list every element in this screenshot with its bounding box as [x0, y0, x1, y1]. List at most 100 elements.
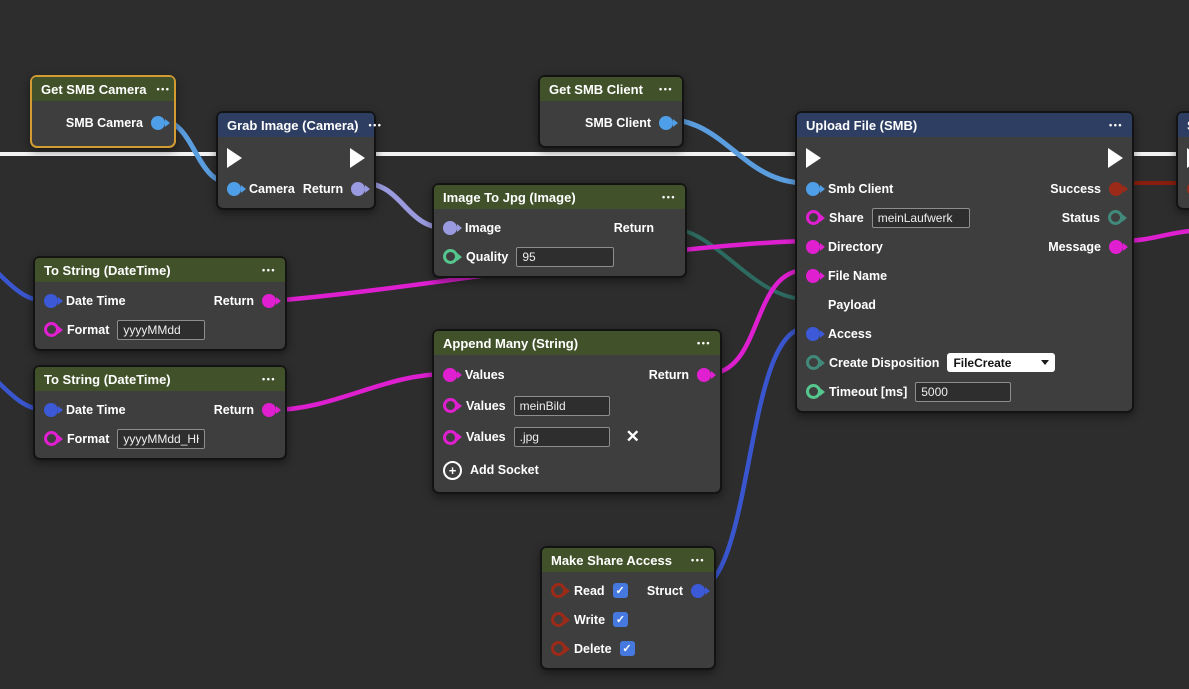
node-header[interactable]: To String (DateTime) •••: [35, 367, 285, 391]
values-3-input-pin[interactable]: [443, 429, 458, 445]
access-input-pin[interactable]: [806, 326, 820, 341]
format-input-pin[interactable]: [44, 431, 59, 446]
return-output-pin[interactable]: [697, 367, 711, 382]
return-output-pin[interactable]: [262, 402, 276, 417]
camera-input-pin[interactable]: [227, 181, 241, 196]
create-disposition-input-pin[interactable]: [806, 355, 821, 370]
remove-socket-icon[interactable]: ✕: [625, 427, 640, 446]
image-input-pin[interactable]: [443, 220, 457, 235]
return-output-label: Return: [648, 367, 689, 382]
create-disposition-selected-value: FileCreate: [953, 355, 1012, 370]
wire-tostring-bottom-return-to-values[interactable]: [271, 371, 447, 413]
struct-output-pin[interactable]: [691, 583, 705, 598]
write-input-pin[interactable]: [551, 612, 566, 627]
share-input-pin[interactable]: [806, 210, 821, 225]
delete-input-pin[interactable]: [551, 641, 566, 656]
format-input-label: Format: [67, 431, 110, 446]
status-output-pin[interactable]: [1108, 210, 1123, 225]
return-output-pin[interactable]: [351, 181, 366, 196]
quality-input-pin[interactable]: [443, 249, 458, 264]
node-header[interactable]: To String (DateTime) •••: [35, 258, 285, 282]
return-output-struct-pin[interactable]: [662, 221, 676, 235]
smb-client-output-pin[interactable]: [659, 116, 673, 130]
node-menu-icon[interactable]: •••: [368, 120, 383, 130]
quality-input-field[interactable]: [516, 246, 615, 267]
node-menu-icon[interactable]: •••: [697, 338, 711, 348]
directory-input-pin[interactable]: [806, 239, 820, 254]
node-header[interactable]: Append Many (String) •••: [434, 331, 720, 355]
return-output-pin[interactable]: [262, 293, 276, 308]
node-menu-icon[interactable]: •••: [1109, 120, 1123, 130]
node-get-smb-camera[interactable]: Get SMB Camera ••• SMB Camera: [30, 75, 176, 148]
file-name-input-pin[interactable]: [806, 268, 820, 283]
node-make-share-access[interactable]: Make Share Access ••• Read ✓ Struct Writ…: [540, 546, 716, 670]
read-input-label: Read: [574, 583, 605, 598]
exec-in-pin[interactable]: [806, 147, 821, 168]
node-to-string-datetime-top[interactable]: To String (DateTime) ••• Date Time Retur…: [33, 256, 287, 351]
node-grab-image[interactable]: Grab Image (Camera) ••• Camera Return: [216, 111, 381, 210]
values-2-input-pin[interactable]: [443, 398, 458, 413]
node-header[interactable]: Grab Image (Camera) •••: [218, 113, 381, 137]
date-time-input-label: Date Time: [66, 402, 126, 417]
quality-input-label: Quality: [466, 249, 509, 264]
wire-smb-client-to-upload[interactable]: [663, 116, 807, 186]
node-partial-right[interactable]: S: [1176, 111, 1189, 210]
node-get-smb-client[interactable]: Get SMB Client ••• SMB Client: [538, 75, 684, 148]
read-checkbox[interactable]: ✓: [612, 583, 628, 598]
node-upload-file-smb[interactable]: Upload File (SMB) ••• Smb Client Success…: [795, 111, 1134, 413]
delete-checkbox[interactable]: ✓: [619, 641, 635, 656]
timeout-input-label: Timeout [ms]: [829, 384, 908, 399]
node-title: Upload File (SMB): [806, 117, 918, 133]
date-time-input-pin[interactable]: [44, 402, 58, 417]
read-input-pin[interactable]: [551, 583, 566, 598]
share-input-field[interactable]: [871, 207, 970, 228]
smb-client-input-label: Smb Client: [828, 181, 894, 196]
format-input-field[interactable]: [117, 319, 206, 340]
node-menu-icon[interactable]: •••: [662, 192, 676, 202]
date-time-input-pin[interactable]: [44, 293, 58, 308]
node-header[interactable]: Get SMB Client •••: [540, 77, 682, 101]
add-socket-icon[interactable]: +: [443, 460, 462, 480]
node-to-string-datetime-bottom[interactable]: To String (DateTime) ••• Date Time Retur…: [33, 365, 287, 460]
format-input-pin[interactable]: [44, 322, 59, 337]
values-2-input-label: Values: [466, 398, 506, 413]
return-output-label: Return: [213, 293, 254, 308]
exec-in-pin[interactable]: [1187, 147, 1189, 168]
wire-append-return-to-file-name[interactable]: [706, 267, 807, 377]
timeout-input-field[interactable]: [915, 381, 1012, 402]
exec-out-pin[interactable]: [350, 147, 365, 168]
node-menu-icon[interactable]: •••: [691, 555, 705, 565]
node-append-many[interactable]: Append Many (String) ••• Values Return V…: [432, 329, 722, 494]
message-output-pin[interactable]: [1109, 239, 1123, 254]
node-menu-icon[interactable]: •••: [262, 265, 276, 275]
add-socket-label[interactable]: Add Socket: [470, 463, 539, 477]
smb-camera-output-label: SMB Camera: [65, 116, 143, 130]
values-2-input-field[interactable]: [513, 395, 610, 416]
exec-in-pin[interactable]: [227, 147, 242, 168]
camera-input-label: Camera: [249, 181, 295, 196]
return-output-label: Return: [613, 220, 654, 235]
node-header[interactable]: Get SMB Camera •••: [32, 77, 174, 101]
create-disposition-select[interactable]: FileCreate: [947, 353, 1056, 372]
values-1-input-pin[interactable]: [443, 367, 457, 382]
payload-input-struct-pin[interactable]: [806, 298, 820, 312]
node-header[interactable]: Image To Jpg (Image) •••: [434, 185, 685, 209]
node-menu-icon[interactable]: •••: [156, 84, 171, 94]
smb-client-input-pin[interactable]: [806, 181, 820, 196]
write-checkbox[interactable]: ✓: [613, 612, 629, 627]
values-3-input-field[interactable]: [513, 427, 610, 447]
format-input-field[interactable]: [117, 428, 206, 449]
success-input-pin[interactable]: [1187, 181, 1189, 196]
timeout-input-pin[interactable]: [806, 384, 821, 399]
node-header[interactable]: S: [1178, 113, 1189, 137]
node-menu-icon[interactable]: •••: [262, 374, 276, 384]
node-header[interactable]: Upload File (SMB) •••: [797, 113, 1132, 137]
node-image-to-jpg[interactable]: Image To Jpg (Image) ••• Image Return Qu…: [432, 183, 687, 278]
smb-camera-output-pin[interactable]: [151, 116, 165, 130]
success-output-pin[interactable]: [1109, 181, 1123, 196]
exec-out-pin[interactable]: [1108, 147, 1123, 168]
wire-jpg-return-to-payload[interactable]: [667, 226, 807, 301]
node-header[interactable]: Make Share Access •••: [542, 548, 714, 572]
node-menu-icon[interactable]: •••: [659, 84, 673, 94]
